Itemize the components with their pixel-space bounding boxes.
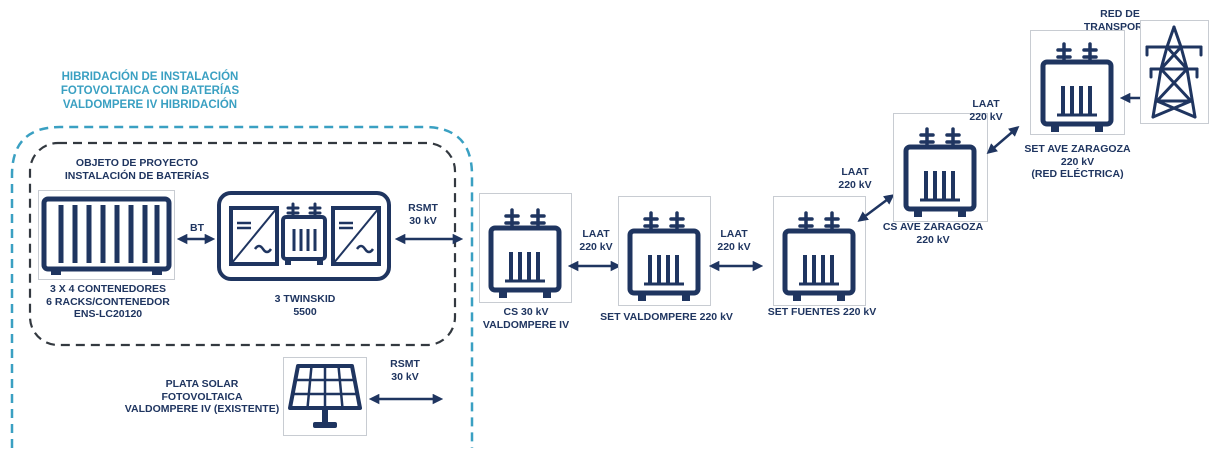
- cs-ave-label: CS AVE ZARAGOZA 220 kV: [882, 221, 984, 246]
- solar-plant-box[interactable]: [283, 357, 367, 436]
- cs-valdompere-label: CS 30 kV VALDOMPERE IV: [482, 306, 570, 331]
- battery-container-box[interactable]: [38, 190, 175, 280]
- set-fuentes-box[interactable]: [773, 196, 866, 306]
- red-transporte-box[interactable]: [1140, 20, 1209, 124]
- set-valdompere-box[interactable]: [618, 196, 711, 306]
- hybrid-area-title: HIBRIDACIÓN DE INSTALACIÓN FOTOVOLTAICA …: [60, 71, 240, 111]
- twinskid-box[interactable]: [217, 191, 391, 281]
- battery-container-icon: [41, 196, 172, 275]
- laat-2-label: LAAT 220 kV: [717, 228, 751, 253]
- laat-3-label: LAAT 220 kV: [838, 166, 872, 191]
- set-valdompere-label: SET VALDOMPERE 220 kV: [600, 311, 733, 323]
- bt-link-label: BT: [190, 222, 204, 234]
- rsmt-twinskid-label: RSMT 30 kV: [408, 202, 438, 227]
- laat-1-label: LAAT 220 kV: [579, 228, 613, 253]
- transmission-tower-icon: [1145, 25, 1203, 119]
- solar-plant-label: PLATA SOLAR FOTOVOLTAICA VALDOMPERE IV (…: [124, 378, 280, 415]
- cs-ave-box[interactable]: [893, 113, 988, 222]
- inverter-transformer-icon: [229, 202, 381, 266]
- cs-valdompere-box[interactable]: [479, 193, 572, 303]
- laat-4-label: LAAT 220 kV: [969, 98, 1003, 123]
- battery-label: 3 X 4 CONTENEDORES 6 RACKS/CONTENEDOR EN…: [46, 283, 170, 320]
- rsmt-solar-label: RSMT 30 kV: [390, 358, 420, 383]
- set-ave-label: SET AVE ZARAGOZA 220 kV (RED ELÉCTRICA): [1024, 143, 1131, 180]
- red-transporte-label: RED DE TRANSPORTE: [1083, 8, 1157, 33]
- solar-panel-icon: [288, 364, 362, 428]
- project-title: OBJETO DE PROYECTO INSTALACIÓN DE BATERÍ…: [64, 157, 210, 182]
- twinskid-label: 3 TWINSKID 5500: [274, 293, 336, 318]
- set-ave-box[interactable]: [1030, 30, 1125, 135]
- set-fuentes-label: SET FUENTES 220 kV: [767, 306, 877, 318]
